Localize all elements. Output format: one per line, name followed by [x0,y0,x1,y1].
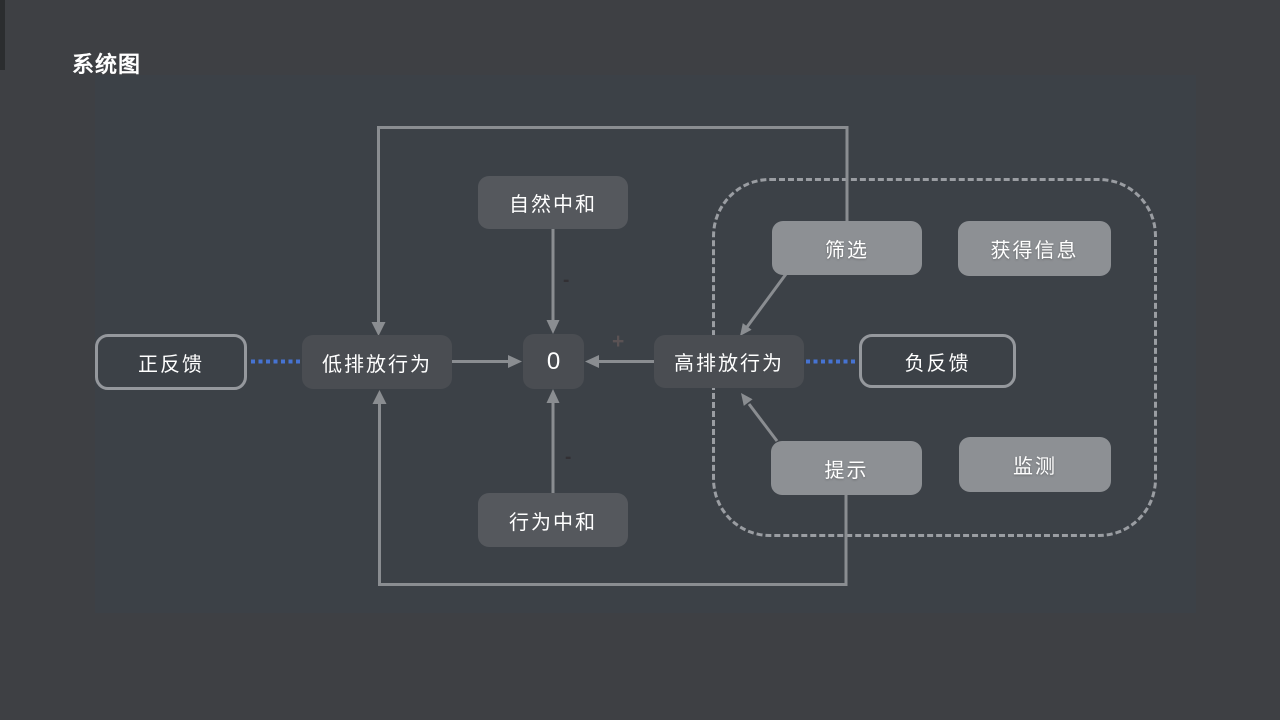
node-label: 提示 [824,459,869,482]
arrowhead-into-zero-bottom [546,389,560,403]
arrowhead-into-zero-top [546,320,560,334]
arrowhead-into-high-bottom [741,393,753,406]
arrowhead-into-zero-right [585,355,599,368]
node-zero: 0 [523,334,584,389]
node-label: 获得信息 [990,240,1079,262]
node-label: 负反馈 [904,352,971,375]
edge-top-loop-filter-to-low [377,126,849,323]
node-positive-feedback: 正反馈 [95,334,247,390]
arrowhead-into-low-top [371,322,386,336]
arrowhead-into-high-top [740,323,752,336]
node-label: 自然中和 [509,194,597,216]
node-label: 0 [546,347,561,375]
node-behavior-neutralization: 行为中和 [478,493,628,547]
edge-filter-to-high [745,273,788,328]
arrowhead-into-zero-left [508,355,522,368]
node-low-emission: 低排放行为 [302,335,452,389]
node-label: 高排放行为 [674,353,784,375]
node-monitor: 监测 [959,437,1111,492]
node-label: 行为中和 [509,511,597,534]
edge-hint-to-high [747,403,779,442]
edge-label-minus-natural: - [563,270,570,291]
node-filter: 筛选 [772,221,922,275]
node-label: 正反馈 [138,353,204,376]
node-high-emission: 高排放行为 [654,335,804,388]
node-negative-feedback: 负反馈 [859,334,1016,388]
left-edge-notch [0,0,5,70]
node-label: 筛选 [825,239,869,262]
page-title: 系统图 [72,52,142,77]
node-get-info: 获得信息 [958,221,1111,276]
node-natural-neutralization: 自然中和 [478,176,628,229]
node-label: 低排放行为 [322,353,432,376]
edge-bottom-loop-hint-to-low [378,403,848,586]
edge-label-minus-behavior: - [565,447,572,468]
node-label: 监测 [1013,456,1057,478]
node-hint: 提示 [771,441,922,495]
arrowhead-into-low-bottom [372,390,387,404]
edge-label-plus-high: + [612,330,625,353]
